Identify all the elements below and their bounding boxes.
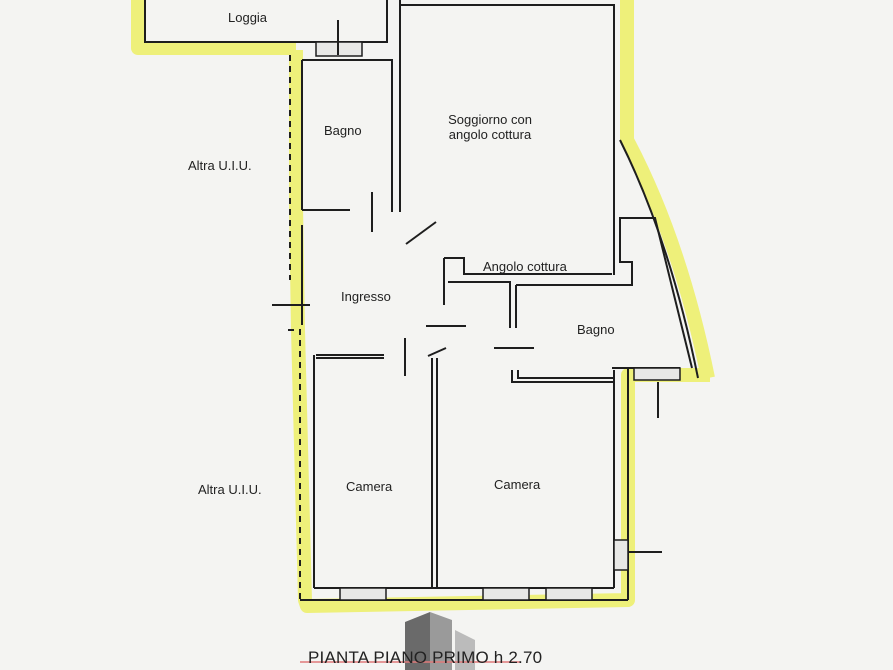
room-label-camera-left: Camera	[346, 479, 393, 494]
room-label-ingresso: Ingresso	[341, 289, 391, 304]
plan-title: PIANTA PIANO PRIMO h 2.70	[308, 648, 543, 667]
windows	[315, 41, 681, 601]
perimeter-highlight	[131, 0, 715, 613]
room-label-loggia: Loggia	[228, 10, 268, 25]
room-label-bagno-right: Bagno	[577, 322, 615, 337]
soggiorno-line-1: Soggiorno con	[448, 112, 532, 127]
room-label-soggiorno: Soggiorno con angolo cottura	[440, 112, 540, 142]
soggiorno-line-2: angolo cottura	[448, 127, 532, 142]
room-label-camera-right: Camera	[494, 477, 541, 492]
room-label-bagno-top: Bagno	[324, 123, 362, 138]
neighbor-label-lower: Altra U.I.U.	[198, 482, 262, 497]
title-logo	[300, 612, 520, 670]
neighbor-label-upper: Altra U.I.U.	[188, 158, 252, 173]
walls	[144, 0, 699, 601]
room-label-angolo-cottura: Angolo cottura	[483, 259, 567, 274]
door-marks	[272, 20, 662, 553]
